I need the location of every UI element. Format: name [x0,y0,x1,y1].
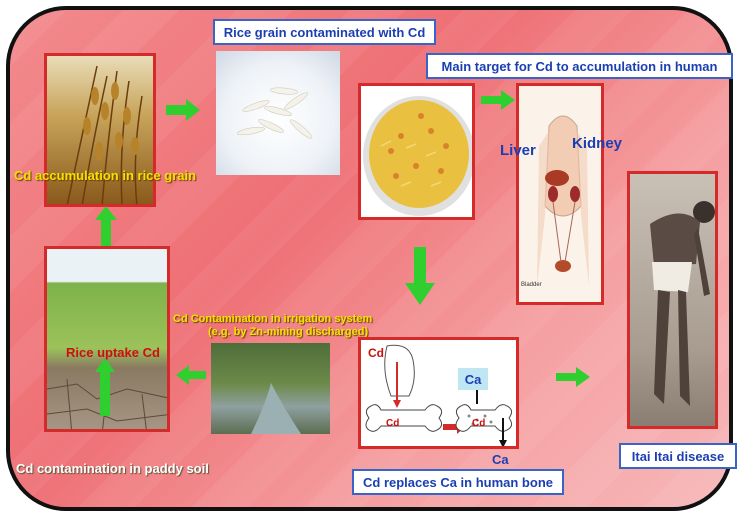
bone-cd-right-label: Cd [472,418,485,429]
bone-cd-left-label: Cd [386,418,399,429]
cd-accumulation-grain-label: Cd accumulation in rice grain [14,168,196,183]
bladder-label: Bladder [521,282,542,288]
panel-rice-grain [216,51,340,175]
panel-rice-plant [44,53,156,207]
rice-grain-image [216,51,340,175]
arrow-up-icon [95,358,115,416]
arrow-right-icon [556,367,590,387]
itai-itai-label: Itai Itai disease [619,443,737,469]
contamination-irrigation-note: (e.g. by Zn-mining discharged) [208,326,368,338]
arrow-up-icon [95,206,117,246]
bone-ca-box-label: Ca [458,368,488,390]
panel-itai-itai-person [627,171,718,429]
rice-grain-contaminated-label: Rice grain contaminated with Cd [213,19,436,45]
panel-organs [516,83,604,305]
itai-itai-person-image [630,174,718,429]
arrow-down-icon [405,247,435,305]
main-target-label: Main target for Cd to accumulation in hu… [426,53,733,79]
panel-rice-dish [358,83,475,220]
rice-dish-image [361,86,475,220]
bone-diagram [361,340,519,449]
liver-label: Liver [500,142,536,159]
bone-ca-bottom-label: Ca [492,452,509,467]
panel-irrigation-stream [211,343,330,434]
cd-replaces-ca-label: Cd replaces Ca in human bone [352,469,564,495]
kidney-label: Kidney [572,135,622,152]
irrigation-stream-image [211,343,330,434]
contamination-irrigation-label: Cd Contamination in irrigation system [173,313,372,325]
human-organs-image [519,86,604,305]
cd-paddy-soil-label: Cd contamination in paddy soil [16,461,209,476]
arrow-right-icon [481,90,515,110]
rice-plant-image [47,56,156,207]
arrow-right-icon [166,99,200,121]
arrow-left-icon [176,365,206,385]
bone-cd-top-label: Cd [368,346,384,360]
